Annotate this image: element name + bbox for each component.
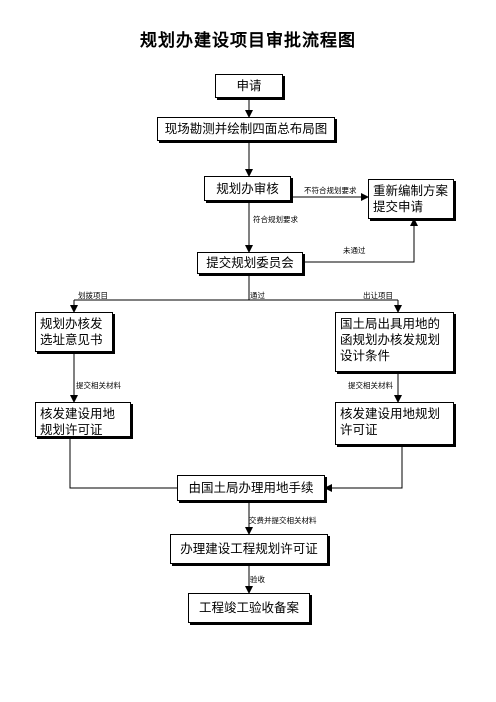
label-submit-left: 提交相关材料: [76, 381, 121, 390]
label-allocated: 划拨项目: [78, 291, 108, 300]
line-permit-left-to-land: [69, 437, 177, 489]
label-passed: 通过: [250, 291, 265, 300]
node-survey: 现场勘测并绘制四面总布局图: [157, 117, 335, 141]
node-permit-right: 核发建设用地规划许可证: [335, 402, 454, 445]
node-project-permit: 办理建设工程规划许可证: [170, 534, 328, 564]
arrow-committee-to-redraw: [303, 218, 418, 263]
node-permit-left: 核发建设用地规划许可证: [35, 402, 131, 437]
label-pay-submit: 交费并提交相关材料: [249, 516, 317, 525]
label-compliant: 符合规划要求: [253, 215, 298, 224]
node-acceptance: 工程竣工验收备案: [188, 593, 310, 623]
node-land-letter: 国土局出具用地的函规划办核发规划设计条件: [335, 312, 454, 372]
label-inspect: 验收: [250, 575, 265, 584]
page-title: 规划办建设项目审批流程图: [140, 31, 356, 51]
node-site-opinion: 规划办核发选址意见书: [35, 312, 113, 352]
node-redraw: 重新编制方案提交申请: [368, 179, 454, 219]
node-apply: 申请: [215, 74, 283, 98]
label-not-passed: 未通过: [343, 246, 366, 255]
label-not-compliant: 不符合规划要求: [304, 186, 357, 195]
node-land-procedures: 由国土局办理用地手续: [177, 475, 325, 501]
arrow-permit-right-to-land: [324, 445, 403, 492]
label-submit-right: 提交相关材料: [348, 381, 393, 390]
label-transferred: 出让项目: [363, 291, 393, 300]
node-office-review: 规划办审核: [204, 176, 291, 201]
node-committee: 提交规划委员会: [197, 252, 303, 274]
